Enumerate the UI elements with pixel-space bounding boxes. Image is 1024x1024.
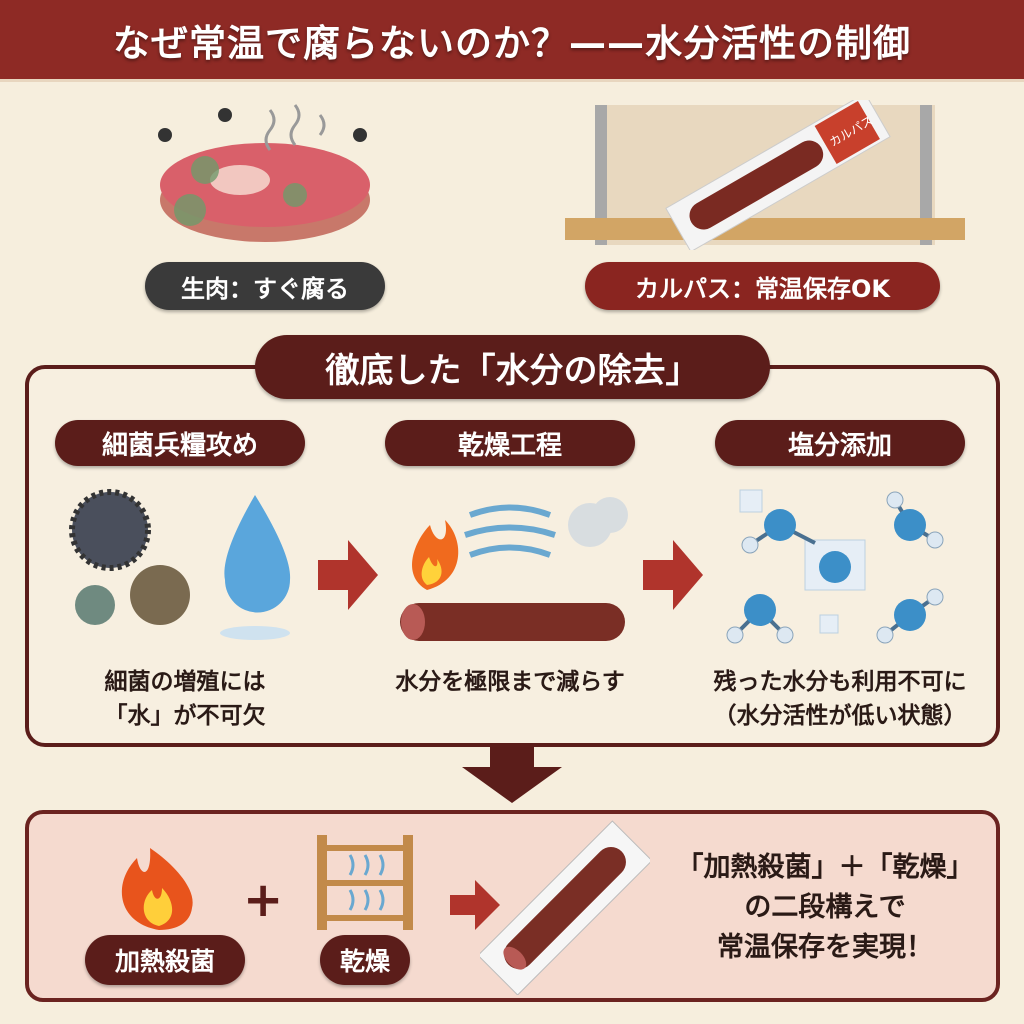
summary-line: 常温保存を実現！ xyxy=(717,932,933,963)
bacteria-water-icon xyxy=(69,489,291,640)
title-banner: なぜ常温で腐らないのか？——水分活性の制御 xyxy=(0,0,1024,82)
salt-water-molecules-icon xyxy=(726,489,944,644)
raw-meat-label: 生肉：すぐ腐る xyxy=(145,262,385,310)
summary-text: 「加熱殺菌」＋「乾燥」 の二段構えで 常温保存を実現！ xyxy=(655,848,995,968)
summary-line: 「加熱殺菌」＋「乾燥」 xyxy=(676,852,974,883)
caption-line: （水分活性が低い状態） xyxy=(713,703,967,729)
step-caption-drying: 水分を極限まで減らす xyxy=(370,665,650,699)
caption-line: 「水」が不可欠 xyxy=(104,703,266,729)
drying-rack-icon xyxy=(317,835,413,930)
spoiled-meat-illustration xyxy=(158,104,370,242)
step-label-starve-bacteria: 細菌兵糧攻め xyxy=(55,420,305,466)
fire-icon xyxy=(121,848,193,930)
page-title: なぜ常温で腐らないのか？——水分活性の制御 xyxy=(113,21,911,65)
caption-line: 細菌の増殖には xyxy=(104,669,266,695)
drying-process-icon xyxy=(400,497,628,641)
karupasu-label: カルパス：常温保存OK xyxy=(585,262,940,310)
packaged-karupasu-icon xyxy=(480,820,650,995)
arrow-right-icon xyxy=(643,540,703,610)
step-caption-salt: 残った水分も利用不可に （水分活性が低い状態） xyxy=(685,665,995,733)
step-caption-bacteria: 細菌の増殖には「水」が不可欠 xyxy=(55,665,315,733)
step-label-salt: 塩分添加 xyxy=(715,420,965,466)
shelf-karupasu-illustration: カルパス xyxy=(565,100,965,250)
plus-sign: + xyxy=(243,872,284,928)
arrow-right-icon xyxy=(318,540,378,610)
water-removal-heading: 徹底した「水分の除去」 xyxy=(255,335,770,399)
caption-line: 残った水分も利用不可に xyxy=(713,669,967,695)
arrow-right-icon xyxy=(450,880,500,930)
drying-label: 乾燥 xyxy=(320,935,410,985)
summary-line: の二段構えで xyxy=(744,892,906,923)
step-label-drying: 乾燥工程 xyxy=(385,420,635,466)
heat-sterilization-label: 加熱殺菌 xyxy=(85,935,245,985)
arrow-down-icon xyxy=(462,745,562,803)
caption-line: 水分を極限まで減らす xyxy=(395,669,625,695)
